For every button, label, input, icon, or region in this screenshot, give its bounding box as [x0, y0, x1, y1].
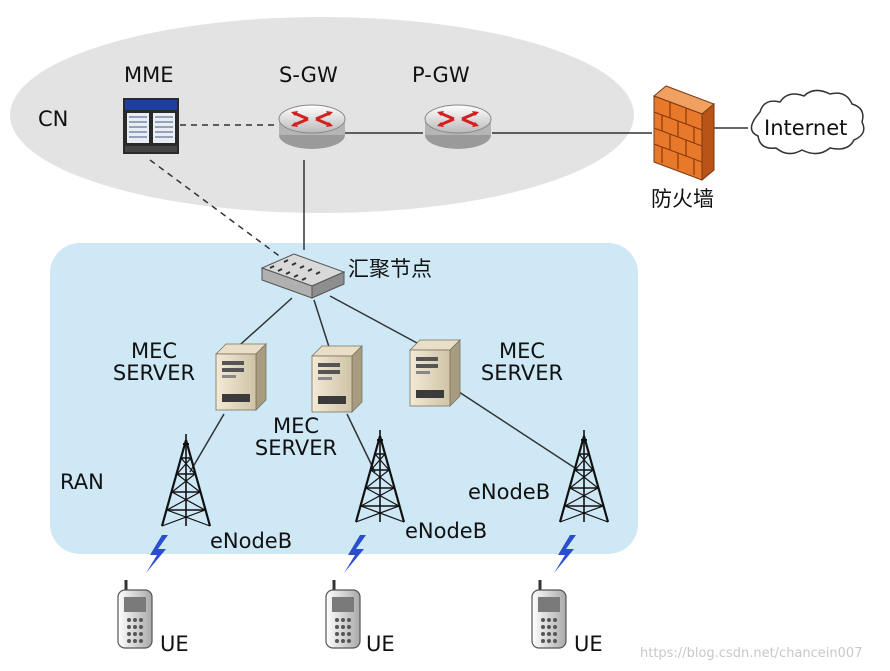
mec-label-line2: SERVER: [112, 361, 196, 385]
mobile-phone-icon: [324, 578, 362, 650]
server-icon: [215, 343, 267, 411]
mobile-phone-icon: [530, 578, 568, 650]
server-icon: [409, 339, 461, 407]
server-icon: [311, 345, 363, 413]
sgw-label: S-GW: [279, 63, 338, 87]
ue-label: UE: [366, 632, 395, 656]
mec-server-label: MEC SERVER: [100, 340, 208, 384]
mec-label-line2: SERVER: [480, 361, 564, 385]
aggregation-node-label: 汇聚节点: [348, 257, 432, 281]
mec-label-line2: SERVER: [254, 436, 338, 460]
firewall-label: 防火墙: [651, 187, 714, 211]
aggregation-mec2-link: [313, 299, 331, 351]
mme-server-icon: [123, 98, 179, 154]
enodeb-label: eNodeB: [405, 519, 488, 543]
mec1-enodeb1-link: [189, 413, 225, 473]
aggregation-mec1-link: [231, 297, 293, 353]
mme-aggregation-link: [149, 159, 283, 259]
mec-label-line1: MEC: [498, 339, 546, 363]
mme-label: MME: [124, 63, 174, 87]
internet-label: Internet: [764, 116, 848, 140]
mec-server-label: MEC SERVER: [468, 340, 576, 384]
ran-label: RAN: [60, 470, 104, 494]
ue-label: UE: [160, 632, 189, 656]
firewall-icon: [653, 85, 715, 182]
mec-server-label: MEC SERVER: [242, 415, 350, 459]
watermark: https://blog.csdn.net/chancein007: [640, 646, 863, 661]
enodeb-label: eNodeB: [468, 480, 551, 504]
aggregation-mec3-link: [329, 295, 431, 351]
cloud-icon: [750, 89, 865, 155]
ue-label: UE: [574, 632, 603, 656]
router-icon: [423, 103, 493, 151]
switch-icon: [260, 253, 346, 299]
mec2-enodeb2-link: [346, 413, 376, 473]
mec-label-line1: MEC: [272, 414, 320, 438]
mec3-enodeb3-link: [455, 389, 579, 471]
mec-label-line1: MEC: [130, 339, 178, 363]
router-icon: [277, 103, 347, 151]
mobile-phone-icon: [116, 578, 154, 650]
cn-label: CN: [38, 107, 69, 131]
enodeb-label: eNodeB: [210, 529, 293, 553]
pgw-label: P-GW: [412, 63, 470, 87]
